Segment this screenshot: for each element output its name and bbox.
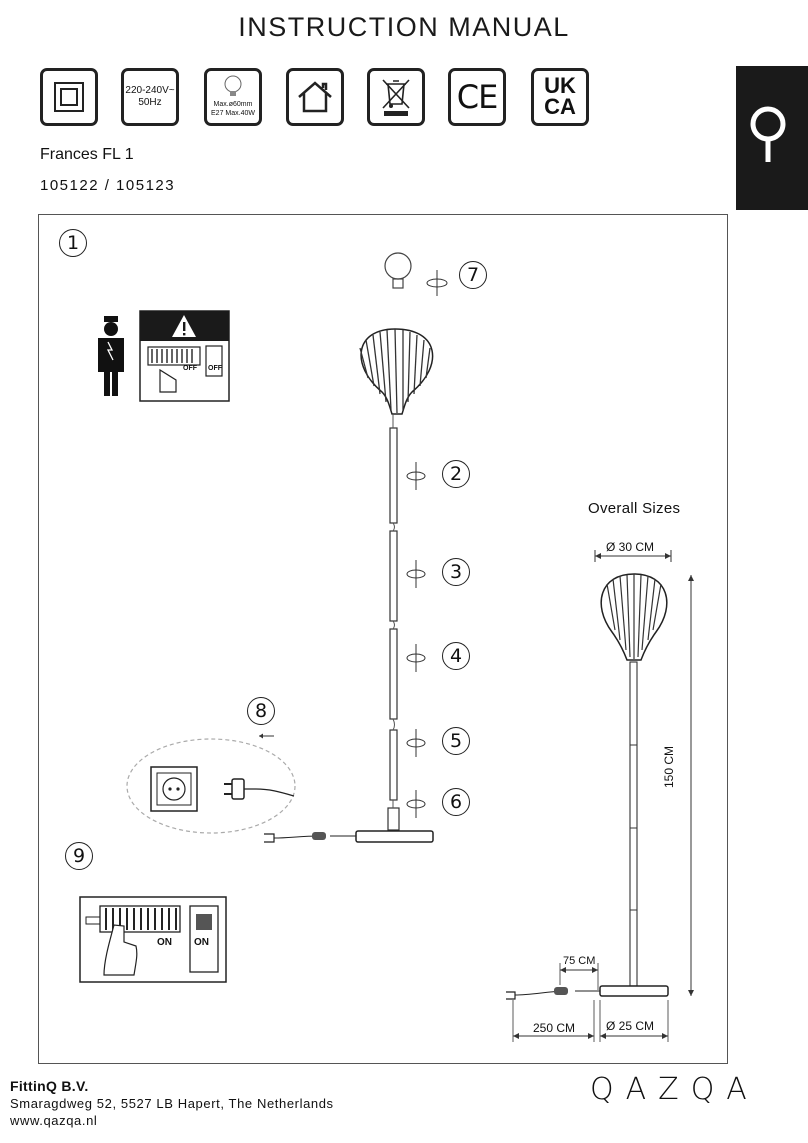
step-4-badge: 4	[442, 642, 470, 670]
voltage-icon: 220-240V~50Hz	[121, 68, 179, 126]
step-3-badge: 3	[442, 558, 470, 586]
house-icon	[298, 81, 332, 113]
cable-length-label: 250 CM	[533, 1021, 576, 1035]
power-off-warning-icon	[139, 310, 230, 402]
height-label: 150 CM	[662, 745, 676, 788]
ce-text: CE	[456, 78, 499, 116]
ce-mark-icon: CE	[448, 68, 506, 126]
shade-diameter-label: Ø 30 CM	[606, 540, 655, 554]
weee-icon	[367, 68, 425, 126]
plug-icon	[224, 778, 295, 800]
company-website: www.qazqa.nl	[10, 1113, 98, 1128]
step-8-badge: 8	[247, 697, 275, 725]
company-name: FittinQ B.V.	[10, 1078, 89, 1094]
frequency-text: 50Hz	[138, 97, 162, 108]
company-address: Smaragdweg 52, 5527 LB Hapert, The Nethe…	[10, 1096, 334, 1111]
class-ii-icon	[40, 68, 98, 126]
bulb-socket-text: E27 Max.40W	[211, 109, 255, 117]
voltage-text: 220-240V~	[125, 84, 175, 96]
brand-block	[736, 66, 808, 210]
rotate-arrow-icon	[426, 270, 448, 296]
step-2-badge: 2	[442, 460, 470, 488]
brand-wordmark: QAZQA	[590, 1072, 759, 1107]
bulb-size-text: Max.ø60mm	[213, 101, 253, 109]
base-diameter-label: Ø 25 CM	[606, 1019, 655, 1033]
off-label: OFF	[183, 365, 197, 372]
ukca-line1: UK	[544, 73, 576, 99]
product-name: Frances FL 1	[40, 146, 134, 163]
rotate-arrow-icon	[406, 462, 426, 818]
step-6-badge: 6	[442, 788, 470, 816]
bulb-icon	[384, 252, 412, 289]
lamp-shade-drawing	[359, 328, 434, 415]
lamp-base-drawing	[264, 830, 434, 843]
bulb-spec-icon: Max.ø60mm E27 Max.40W	[204, 68, 262, 126]
on-label: ON	[157, 937, 172, 948]
instruction-frame	[38, 214, 728, 1064]
power-on-illustration	[79, 896, 227, 983]
switch-distance-label: 75 CM	[563, 955, 596, 967]
dimension-drawing	[506, 550, 694, 1042]
electrician-icon	[98, 316, 124, 396]
step-1-badge: 1	[59, 229, 87, 257]
ukca-line2: CA	[544, 94, 576, 119]
wall-socket-icon	[150, 766, 198, 812]
crossed-bin-icon	[382, 79, 410, 116]
indoor-use-icon	[286, 68, 344, 126]
bulb-icon	[224, 75, 242, 97]
product-codes: 105122 / 105123	[40, 177, 176, 194]
on-label: ON	[194, 937, 209, 948]
page-title: INSTRUCTION MANUAL	[238, 12, 570, 42]
q-logo-icon	[750, 106, 786, 162]
off-label: OFF	[208, 365, 222, 372]
step-7-badge: 7	[459, 261, 487, 289]
step-9-badge: 9	[65, 842, 93, 870]
overall-sizes-heading: Overall Sizes	[588, 500, 681, 517]
plug-detail-callout	[126, 738, 296, 834]
step-5-badge: 5	[442, 727, 470, 755]
